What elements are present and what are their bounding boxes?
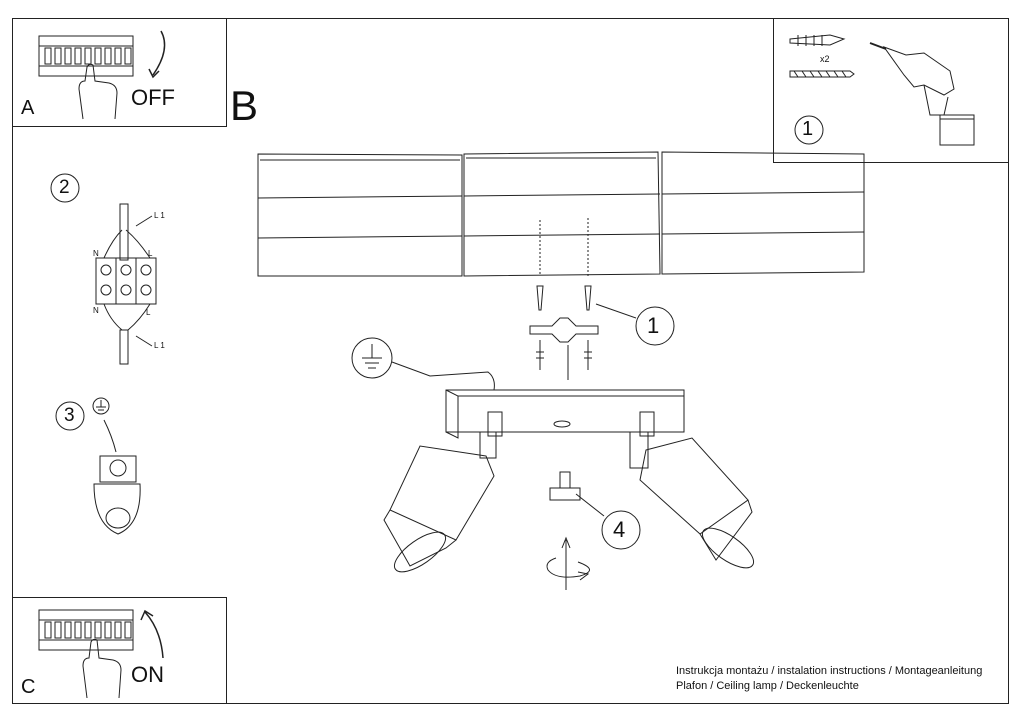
right-spotlight <box>629 411 755 569</box>
breaker-switches <box>44 621 132 639</box>
panel-c-breaker-on: C ON <box>12 597 227 704</box>
panel-a-letter: A <box>21 97 35 119</box>
mounting-bracket <box>529 317 599 343</box>
breaker-on-illustration <box>38 609 164 699</box>
wall-plug-icon <box>789 34 846 46</box>
step-3-number: 3 <box>64 405 75 426</box>
wire-label-l-bottom: L <box>146 308 151 317</box>
step-1-main-number: 1 <box>647 313 660 338</box>
section-b-letter: B <box>230 82 259 129</box>
panel-a-breaker-off: A OFF <box>12 18 227 127</box>
footer-caption: Instrukcja montażu / instalation instruc… <box>676 664 982 694</box>
wire-label-n-bottom: N <box>93 306 99 315</box>
ground-wire <box>391 361 495 391</box>
screw-icon <box>789 70 855 78</box>
footer-line-1: Instrukcja montażu / instalation instruc… <box>676 665 983 677</box>
step-4-number: 4 <box>613 517 626 542</box>
rotate-arrow-icon <box>546 536 590 590</box>
ground-terminal-icon <box>93 455 141 535</box>
step-1-main-circle <box>635 306 675 346</box>
fixing-screw-icon <box>549 471 581 501</box>
wire-label-l1-bottom: L 1 <box>154 341 165 350</box>
step-2-circle <box>50 173 80 203</box>
terminal-block-icon <box>95 203 157 365</box>
wire-label-l: L <box>148 249 153 258</box>
step-2-number: 2 <box>59 177 70 198</box>
panel-tools: x2 1 <box>773 18 1009 163</box>
breaker-off-illustration <box>38 30 166 120</box>
mounting-screws <box>536 285 592 370</box>
wire-label-l1-top: L 1 <box>154 211 165 220</box>
ceiling-panels <box>257 151 865 277</box>
wall-plug-multiplier: x2 <box>820 54 830 64</box>
panel-c-letter: C <box>21 676 36 698</box>
drill-icon <box>869 42 975 146</box>
arrow-up-icon <box>144 611 164 659</box>
lamp-canopy <box>445 389 685 433</box>
left-spotlight <box>383 411 503 573</box>
tools-illustration <box>789 34 975 146</box>
step-3-circle <box>55 401 85 431</box>
breaker-switches <box>44 47 132 65</box>
ground-icon <box>362 344 382 369</box>
ground-small-circle <box>92 397 110 415</box>
ground-small-icon <box>96 400 106 411</box>
hand-icon <box>82 638 122 699</box>
breaker-box <box>38 609 134 651</box>
step-4-circle <box>601 510 641 550</box>
ground-symbol-circle <box>351 337 393 379</box>
canopy-hole <box>553 420 571 428</box>
panel-c-on-label: ON <box>131 662 164 687</box>
hand-icon <box>78 63 118 120</box>
arrow-down-icon <box>152 30 166 76</box>
wire-label-n: N <box>93 249 99 258</box>
panel-a-off-label: OFF <box>131 85 175 110</box>
step-1-top-number: 1 <box>802 118 814 140</box>
footer-line-2: Plafon / Ceiling lamp / Deckenleuchte <box>676 680 859 692</box>
diagram-frame <box>12 18 1009 704</box>
step-1-top-circle <box>794 115 824 145</box>
